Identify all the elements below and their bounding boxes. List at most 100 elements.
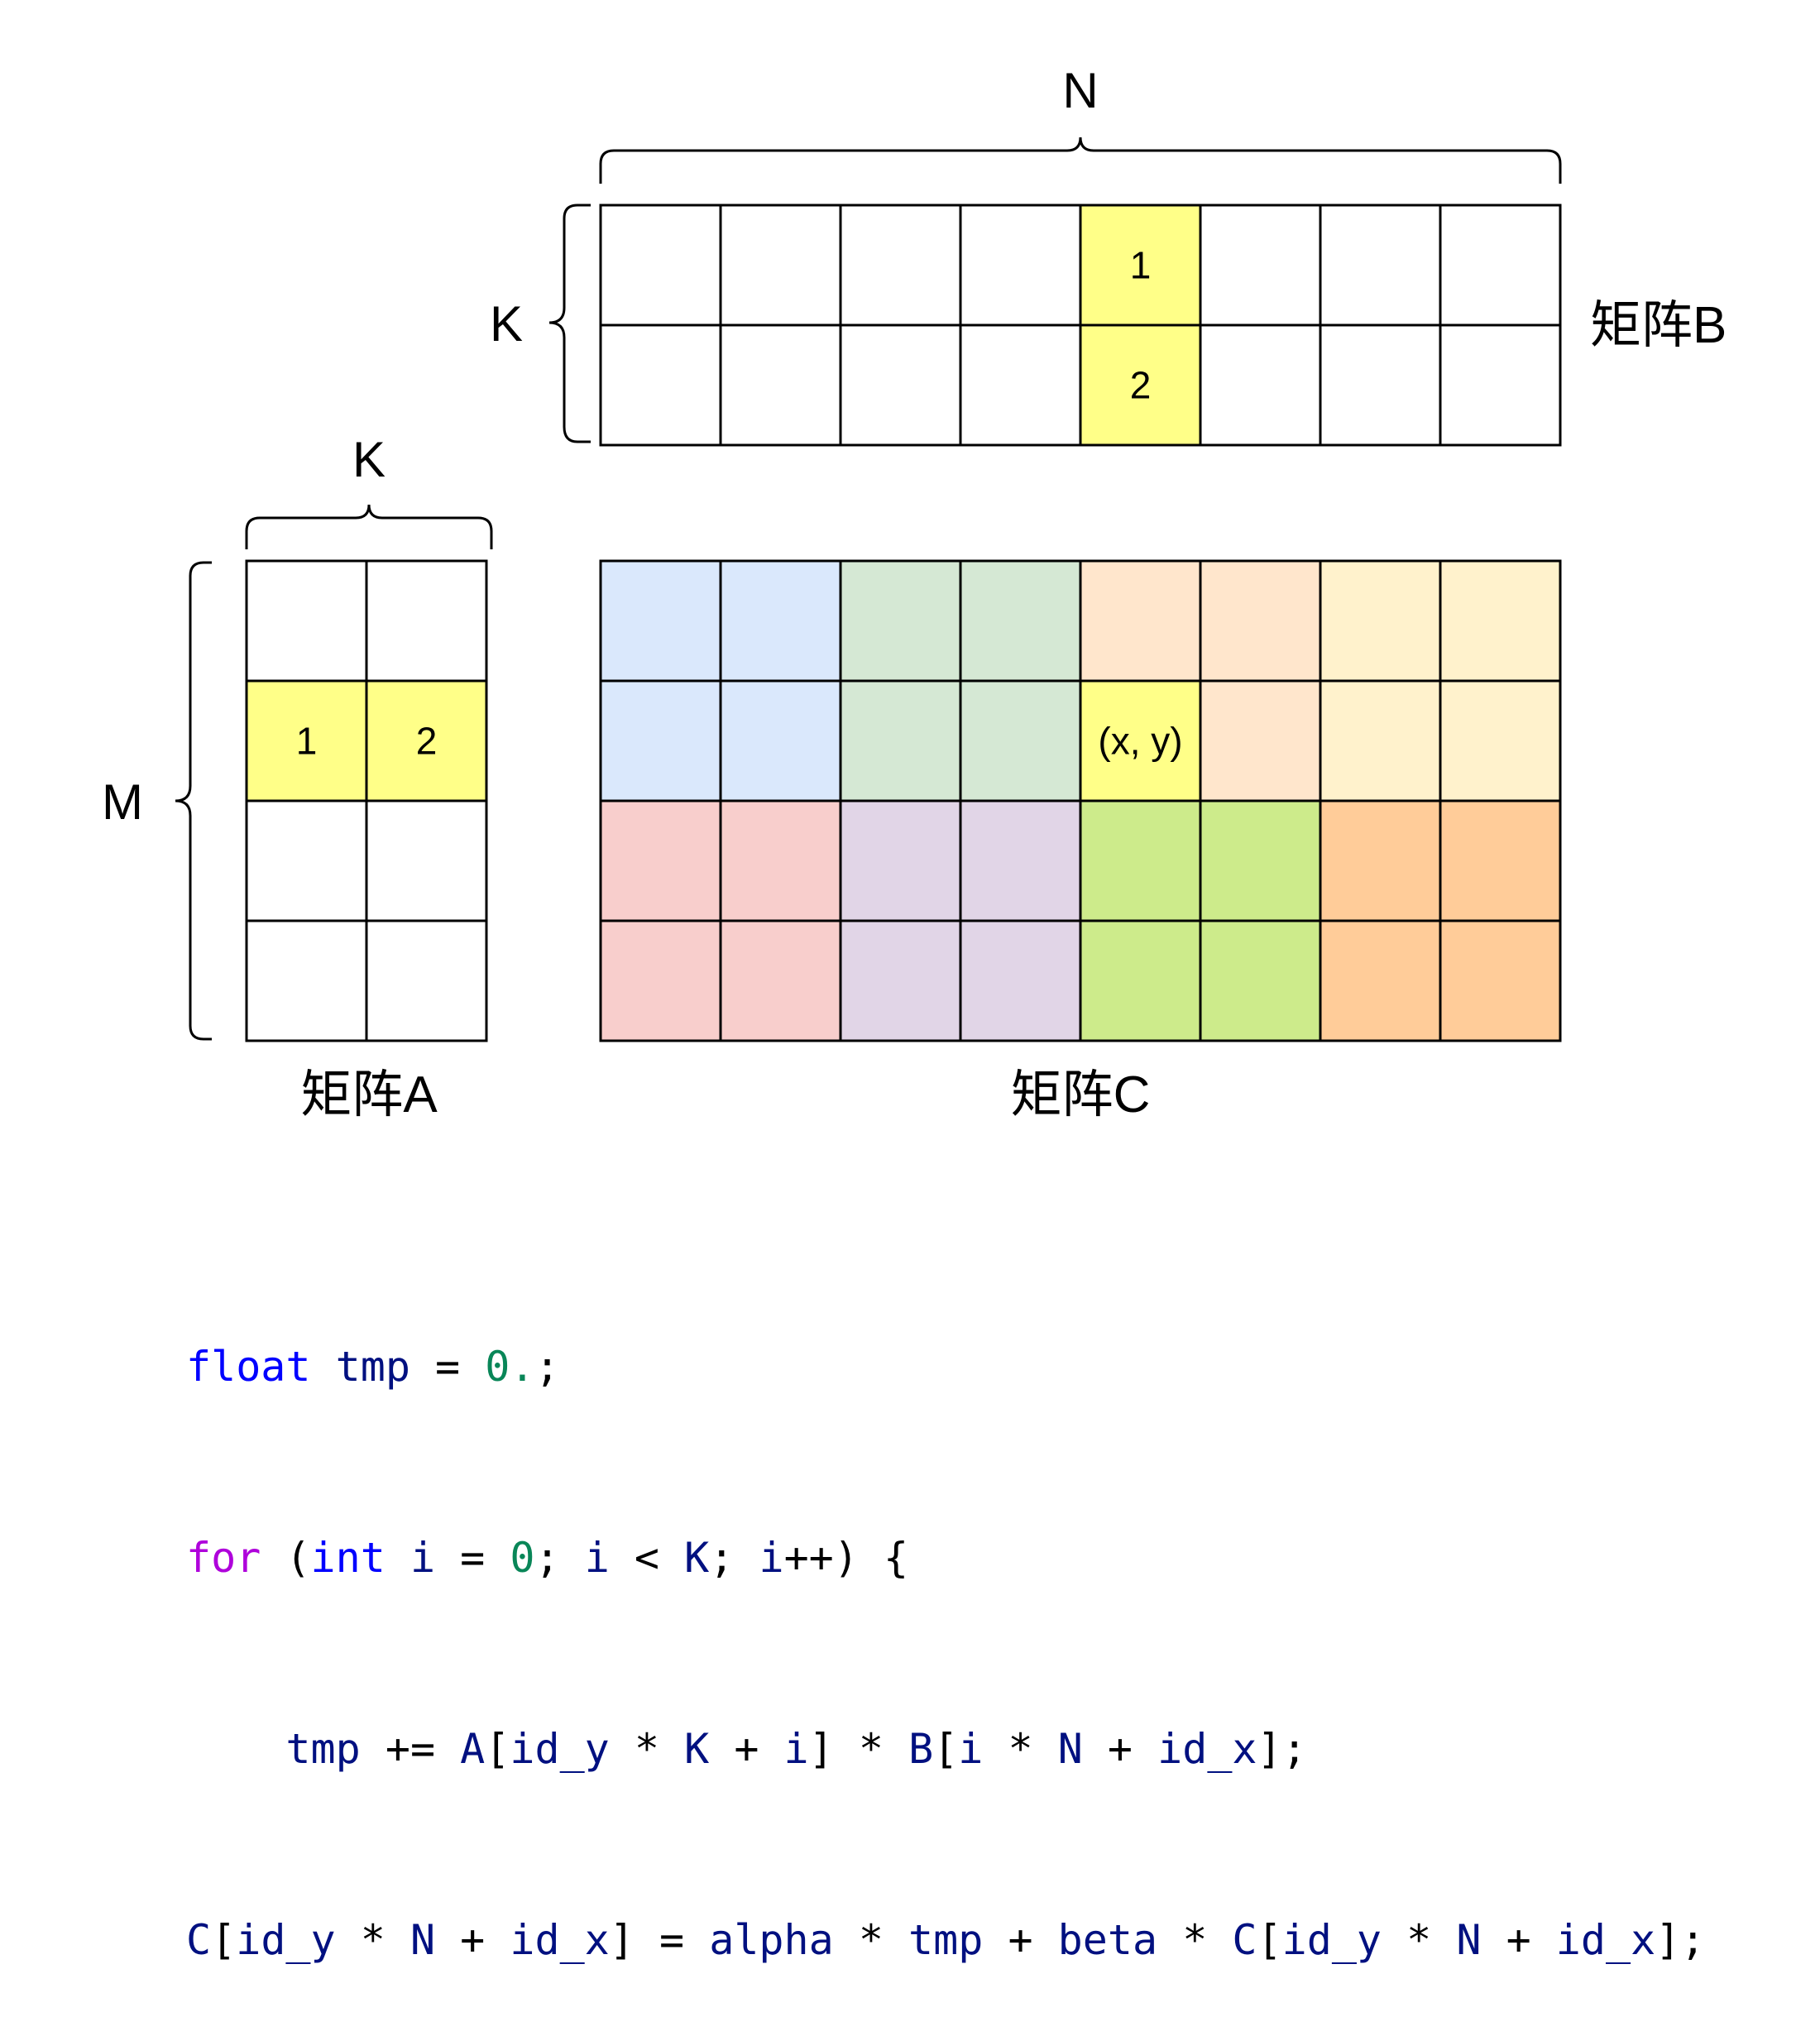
code-token: 0.: [485, 1343, 535, 1391]
matrix-b-cell: [719, 204, 842, 327]
matrix-c-cell: [1079, 919, 1202, 1042]
matrix-b-cell: [1199, 204, 1322, 327]
code-token: tmp: [335, 1343, 410, 1391]
cell-label: 1: [1130, 244, 1152, 287]
label-matrix-b: 矩阵B: [1590, 297, 1727, 354]
code-token: C: [1232, 1916, 1257, 1964]
code-token: [186, 1725, 285, 1773]
matrix-c-cell: [599, 679, 722, 802]
matrix-c-cell: [599, 799, 722, 922]
code-token: +: [983, 1916, 1058, 1964]
code-token: K: [684, 1725, 710, 1773]
code-token: ];: [1257, 1725, 1307, 1773]
code-token: id_y: [236, 1916, 336, 1964]
code-token: =: [435, 1534, 510, 1582]
code-line: C[id_y * N + id_x] = alpha * tmp + beta …: [186, 1909, 1705, 1972]
brace-m: [175, 561, 212, 1041]
matrix-c-cell: [1199, 559, 1322, 683]
matrix-c-cell: [1439, 919, 1562, 1042]
matrix-c-cell: [1199, 919, 1322, 1042]
code-token: [: [1257, 1916, 1282, 1964]
matrix-c-cell: [959, 799, 1082, 922]
code-token: i: [759, 1534, 784, 1582]
code-line: float tmp = 0.;: [186, 1335, 1705, 1399]
matrix-b-cell: [1319, 323, 1442, 447]
code-token: id_y: [1281, 1916, 1382, 1964]
matrix-c-cell: [719, 919, 842, 1042]
code-token: beta: [1057, 1916, 1158, 1964]
matrix-c-cell: [1199, 799, 1322, 922]
matrix-b-cell: [1319, 204, 1442, 327]
brace-k-a: [245, 504, 493, 549]
matrix-c-cell: [1199, 679, 1322, 802]
matrix-b-cell: [959, 204, 1082, 327]
code-token: A: [460, 1725, 486, 1773]
code-token: [386, 1534, 410, 1582]
label-n: N: [1062, 63, 1098, 118]
code-token: (: [261, 1534, 311, 1582]
matrix-a-cell: [365, 679, 488, 802]
code-token: +: [1481, 1916, 1556, 1964]
matrix-c-cell: [719, 559, 842, 683]
code-token: i: [410, 1534, 436, 1582]
matrix-a-cell: [245, 919, 368, 1042]
matrix-b-cell: [839, 323, 962, 447]
code-token: 0: [510, 1534, 535, 1582]
matrix-c-cell: [1319, 799, 1442, 922]
code-token: tmp: [908, 1916, 984, 1964]
cell-label: 2: [1130, 364, 1152, 407]
code-token: int: [310, 1534, 386, 1582]
cell-label: (x, y): [1098, 720, 1182, 763]
matrix-c-cell: [1079, 679, 1202, 802]
code-token: +: [1082, 1725, 1158, 1773]
matrix-c-cell: [959, 919, 1082, 1042]
code-token: +: [709, 1725, 784, 1773]
code-token: ;: [709, 1534, 759, 1582]
code-token: id_x: [1157, 1725, 1257, 1773]
matrix-b-cell: [1079, 323, 1202, 447]
matrix-c-cell: [1439, 679, 1562, 802]
code-token: K: [684, 1534, 710, 1582]
code-token: ];: [1655, 1916, 1706, 1964]
code-token: *: [1382, 1916, 1457, 1964]
code-block: float tmp = 0.; for (int i = 0; i < K; i…: [186, 1208, 1705, 2036]
matrix-c-cell: [839, 919, 962, 1042]
matrix-c-cell: [959, 559, 1082, 683]
label-matrix-c: 矩阵C: [1011, 1066, 1151, 1123]
code-token: <: [609, 1534, 685, 1582]
matrix-a-cell: [245, 559, 368, 683]
code-line: tmp += A[id_y * K + i] * B[i * N + id_x]…: [186, 1717, 1705, 1781]
code-token: ;: [534, 1343, 560, 1391]
cell-label: 2: [416, 720, 438, 763]
cell-label: 1: [296, 720, 318, 763]
matrix-c-cell: [1319, 679, 1442, 802]
label-k-b: K: [490, 296, 523, 352]
code-token: for: [186, 1534, 261, 1582]
code-token: *: [983, 1725, 1058, 1773]
code-token: id_y: [510, 1725, 610, 1773]
matrix-c-cell: [959, 679, 1082, 802]
matrix-a-cell: [365, 559, 488, 683]
matrix-c-cell: [1079, 799, 1202, 922]
matrix-c-cell: [1079, 559, 1202, 683]
code-token: ] *: [808, 1725, 909, 1773]
matrix-b-cell: [839, 204, 962, 327]
matrix-multiplication-diagram: N K 1 2 矩阵B K M 1 2 矩阵A (x, y) 矩阵C: [102, 63, 1727, 1123]
code-token: [: [211, 1916, 237, 1964]
code-token: +: [435, 1916, 510, 1964]
matrix-c-cell: [1439, 799, 1562, 922]
brace-n: [599, 137, 1562, 184]
label-k-a: K: [352, 432, 386, 487]
label-m: M: [102, 774, 143, 830]
code-token: ;: [534, 1534, 585, 1582]
matrix-b-cell: [1439, 323, 1562, 447]
matrix-c-cell: [1439, 559, 1562, 683]
matrix-a-cell: [245, 799, 368, 922]
code-token: [: [485, 1725, 510, 1773]
code-token: +=: [360, 1725, 461, 1773]
label-matrix-a: 矩阵A: [300, 1066, 438, 1123]
code-token: ++) {: [783, 1534, 909, 1582]
brace-k-b: [548, 204, 591, 443]
code-line: for (int i = 0; i < K; i++) {: [186, 1526, 1705, 1590]
code-token: *: [335, 1916, 410, 1964]
